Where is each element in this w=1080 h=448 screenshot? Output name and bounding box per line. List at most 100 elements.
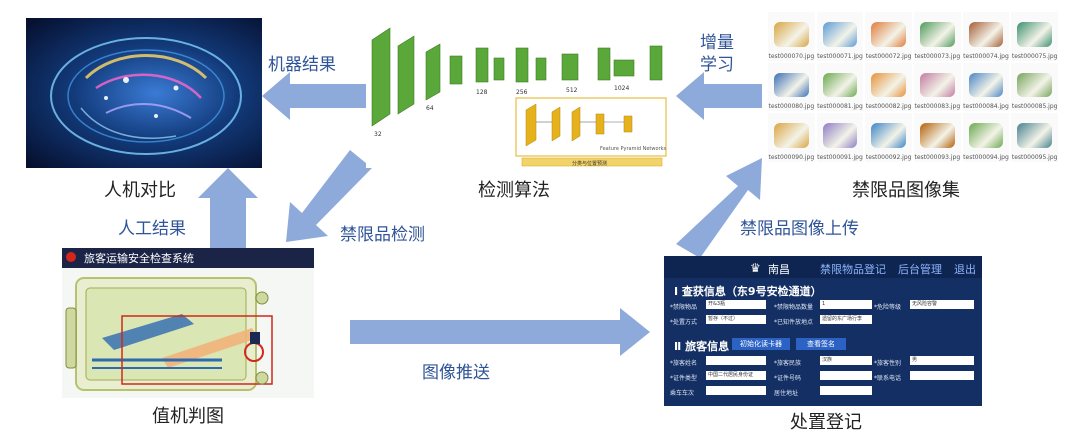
field-label-name: *旅客姓名 [670,360,698,367]
fpn-block-4 [595,113,605,135]
field-location[interactable]: 遗留的东广场行李 [820,315,872,324]
gallery-filename: test000070.jpg [768,52,815,60]
nav-register[interactable]: 禁限物品登记 [820,263,886,276]
field-qty[interactable]: 1 [820,300,872,309]
gallery-tile[interactable]: test000083.jpg [914,62,961,112]
field-id-type[interactable]: 中国二代居民身份证 [706,371,766,380]
gallery-tile[interactable]: test000095.jpg [1011,113,1058,162]
gallery-thumbnail [968,22,1004,47]
network-svg: 32 64 128 256 512 1024 Feature Pyramid N… [371,27,667,167]
block-label-64: 64 [426,105,434,112]
brain-image [26,18,262,168]
detection-network-diagram: 32 64 128 256 512 1024 Feature Pyramid N… [366,18,676,168]
xray-title: 旅客运输安全检查系统 [84,252,194,265]
gallery-thumbnail [1017,72,1052,98]
gallery-thumbnail [1017,22,1052,47]
fpn-block-3 [571,106,581,142]
system-logo-icon [66,252,76,262]
conv-block-7 [515,47,529,83]
field-disposal[interactable]: 暂存（不过） [706,315,766,324]
label-manual-result: 人工结果 [118,219,186,239]
conv-block-12 [649,45,663,81]
gallery-filename: test000080.jpg [768,103,815,111]
conv-block-2 [397,35,415,115]
fpn-block-2 [551,106,561,142]
gallery-thumbnail [822,123,858,148]
gallery-tile[interactable]: test000081.jpg [816,62,864,112]
conv-block-8 [535,57,547,81]
gallery-tile[interactable]: test000073.jpg [914,12,961,61]
gallery-tile[interactable]: test000082.jpg [865,62,912,112]
gallery-tile[interactable]: test000070.jpg [768,12,815,61]
field-name[interactable] [706,356,766,365]
gallery-filename: test000081.jpg [817,103,863,111]
field-label-phone: *联系电话 [874,375,902,382]
caption-register: 处置登记 [790,412,862,433]
gallery-filename: test000071.jpg [817,52,863,60]
police-badge-icon: ♛ [750,261,761,275]
field-label-train: 乘车车次 [670,390,695,397]
xray-baggage-image [65,277,273,391]
arrow-upload [676,158,762,258]
fpn-block-5 [623,115,633,133]
label-upload: 禁限品图像上传 [740,219,859,239]
field-id-number[interactable] [820,371,872,380]
nav-exit[interactable]: 退出 [954,263,976,276]
gallery-filename: test000085.jpg [1011,103,1058,111]
field-train[interactable] [706,386,766,395]
gallery-thumbnail [1017,123,1052,148]
caption-human-compare: 人机对比 [104,180,176,201]
gallery-tile[interactable]: test000085.jpg [1011,62,1058,112]
prediction-bar [521,157,663,167]
brain-illustration [50,37,242,155]
field-label-address: 居住地址 [774,390,799,397]
gallery-tile[interactable]: test000094.jpg [962,113,1010,162]
gallery-tile[interactable]: test000080.jpg [768,62,815,112]
conv-block-1 [371,27,391,127]
field-ethnicity[interactable]: 汉族 [820,356,872,365]
detection-box [121,315,273,385]
prediction-label: 分类与位置预测 [572,160,607,167]
field-label-id-number: *证件号码 [774,375,802,382]
form-header: ♛ 南昌 禁限物品登记 后台管理 退出 [664,256,982,278]
gallery-thumbnail [968,123,1004,148]
nav-admin[interactable]: 后台管理 [898,263,942,276]
view-signature-button[interactable]: 查看签名 [796,338,846,350]
gallery-thumbnail [871,123,906,148]
label-detection: 禁限品检测 [340,225,425,245]
field-label-disposal: *处置方式 [670,319,698,326]
label-incremental-2: 学习 [700,55,734,75]
gallery-filename: test000072.jpg [865,52,912,60]
gallery-thumbnail [871,72,906,98]
block-label-1024: 1024 [614,85,629,92]
arrow-detection [286,150,372,242]
gallery-tile[interactable]: test000090.jpg [768,113,815,162]
field-item[interactable]: 开&3瓶 [706,300,766,309]
caption-machine-judge: 值机判图 [152,406,224,427]
gallery-filename: test000094.jpg [963,154,1009,161]
gallery-tile[interactable]: test000091.jpg [816,113,864,162]
field-address[interactable] [820,386,872,395]
gallery-thumbnail [968,72,1004,98]
field-gender[interactable]: 男 [910,356,974,365]
gallery-tile[interactable]: test000084.jpg [962,62,1010,112]
field-phone[interactable] [910,371,974,380]
gallery-tile[interactable]: test000093.jpg [914,113,961,162]
field-danger[interactable]: 无风险容警 [910,300,974,309]
field-label-danger: *危险等级 [874,304,902,311]
block-label-32: 32 [374,131,382,138]
gallery-thumbnail [920,72,955,98]
section-seizure-info: Ⅰ 查获信息（东9号安检通道） [674,285,822,298]
init-card-reader-button[interactable]: 初始化读卡器 [732,338,790,350]
gallery-tile[interactable]: test000075.jpg [1011,12,1058,61]
gallery-thumbnail [920,22,955,47]
gallery-tile[interactable]: test000072.jpg [865,12,912,61]
gallery-tile[interactable]: test000071.jpg [816,12,864,61]
label-push: 图像推送 [422,363,490,383]
conv-block-5 [475,47,489,83]
gallery-thumbnail [920,123,955,148]
gallery-tile[interactable]: test000074.jpg [962,12,1010,61]
gallery-tile[interactable]: test000092.jpg [865,113,912,162]
gallery-filename: test000084.jpg [963,103,1009,111]
registration-form-screen: ♛ 南昌 禁限物品登记 后台管理 退出 Ⅰ 查获信息（东9号安检通道） *禁限物… [664,256,982,406]
